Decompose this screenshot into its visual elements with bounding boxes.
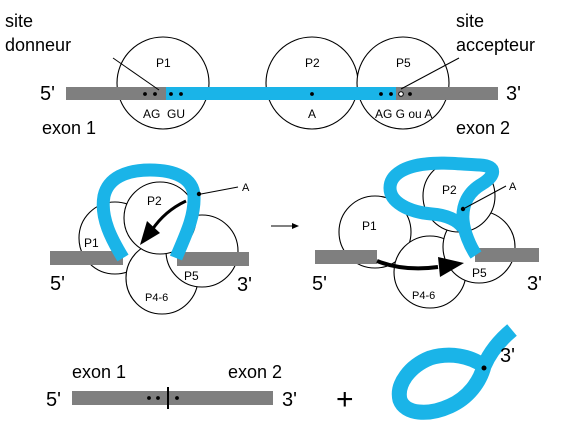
top-ag-label: AG: [143, 107, 160, 121]
lariat-branch-dot: [481, 365, 487, 371]
excised-lariat: 3': [391, 324, 517, 420]
ligated-exon-bar: [72, 391, 273, 405]
step2-p1-label: P1: [362, 219, 377, 233]
step2-exon2: [475, 248, 539, 262]
step1-exon1: [50, 251, 123, 265]
step1-p1-label: P1: [84, 236, 99, 250]
step2-p2-label: P2: [442, 183, 457, 197]
step1-complex: A P1 P2 P5 P4-6 5' 3': [50, 163, 252, 315]
site-acceptor-label-2: accepteur: [456, 35, 535, 55]
step1-a-label: A: [242, 182, 250, 194]
bottom-exon2-label: exon 2: [228, 362, 282, 382]
step1-a-dot: [196, 191, 202, 197]
bottom-three-prime: 3': [282, 389, 297, 411]
top-p2-label: P2: [305, 56, 320, 70]
step1-intron-loop: [96, 163, 201, 262]
step1-p2-label: P2: [147, 194, 162, 208]
step2-exon1: [315, 250, 377, 264]
top-p5-label: P5: [396, 56, 411, 70]
top-acceptor-seq: AG G ou A: [375, 107, 432, 121]
ligated-exons: exon 1 exon 2 5' 3': [46, 362, 297, 411]
step2-five-prime: 5': [312, 273, 327, 295]
step1-five-prime: 5': [50, 273, 65, 295]
step2-arrow-shaft: [376, 259, 439, 271]
bottom-five-prime: 5': [46, 389, 61, 411]
top-gu-label: GU: [167, 107, 185, 121]
top-exon1-label: exon 1: [42, 118, 96, 138]
p5-circle: [356, 36, 450, 130]
step2-complex: A P1 P2 P5 P4-6 5' 3': [312, 156, 542, 309]
step2-p46-label: P4-6: [412, 290, 435, 302]
step2-arrow-head: [438, 257, 464, 277]
step1-exon2: [177, 252, 249, 266]
top-premrna: site donneur site accepteur 5' 3' exon 1…: [5, 11, 535, 138]
step2-three-prime: 3': [527, 273, 542, 295]
top-exon2-label: exon 2: [456, 118, 510, 138]
step1-arrow-head: [140, 221, 160, 245]
step1-three-prime: 3': [237, 274, 252, 296]
step1-a-pointer: [200, 186, 239, 195]
site-donor-label-1: site: [5, 11, 33, 31]
plus-sign: +: [336, 383, 354, 416]
acceptor-pointer: [400, 57, 460, 90]
site-acceptor-label-1: site: [456, 11, 484, 31]
transition-arrow: [271, 223, 299, 229]
lariat-three-prime: 3': [500, 345, 515, 367]
donor-dots: [143, 92, 183, 96]
intron-bar: [166, 87, 396, 100]
lariat-loop: [391, 324, 517, 420]
donor-pointer: [112, 57, 160, 91]
top-three-prime: 3': [506, 83, 521, 105]
site-donor-label-2: donneur: [5, 35, 71, 55]
top-a-label: A: [308, 107, 316, 121]
p1-circle: [116, 36, 210, 130]
acceptor-dots: [379, 91, 412, 97]
top-five-prime: 5': [40, 83, 55, 105]
step1-p46-label: P4-6: [145, 292, 168, 304]
step1-p5-label: P5: [184, 269, 199, 283]
step2-intron-lariat: [383, 156, 499, 259]
step2-p5-label: P5: [472, 266, 487, 280]
branch-dot: [310, 92, 314, 96]
step1-arrow-shaft: [150, 199, 187, 231]
step2-a-pointer: [464, 185, 507, 209]
top-p1-label: P1: [156, 56, 171, 70]
step2-a-dot: [460, 206, 466, 212]
exon2-bar: [396, 87, 498, 100]
bottom-exon1-label: exon 1: [72, 362, 126, 382]
step2-a-label: A: [509, 181, 517, 193]
exon1-bar: [66, 87, 166, 100]
